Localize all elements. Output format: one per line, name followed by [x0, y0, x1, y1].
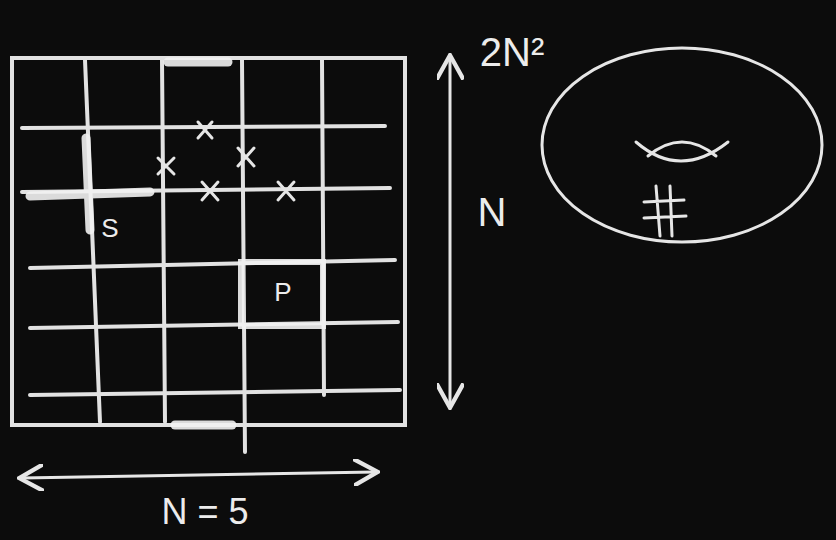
dimension-arrow [449, 58, 452, 405]
grid-line [30, 322, 398, 328]
cross-mark [198, 122, 212, 138]
cross-mark [158, 158, 174, 174]
cell-label: P [274, 279, 291, 305]
cell-label: S [101, 215, 118, 241]
torus-hole [648, 142, 716, 156]
torus-outline [542, 48, 822, 242]
grid-line [85, 60, 100, 422]
cross-mark [278, 182, 294, 200]
highlight-segment [175, 421, 232, 430]
highlight-segment [30, 192, 150, 196]
cross-mark [202, 182, 218, 200]
grid-outline [12, 58, 405, 425]
grid-line [162, 60, 165, 422]
grid-line [322, 60, 324, 395]
highlight-cell [241, 262, 323, 326]
grid-line [30, 390, 400, 395]
grid-line [30, 260, 395, 268]
cross-mark [238, 148, 254, 166]
dimension-arrow [22, 472, 375, 478]
torus-hole [636, 142, 728, 161]
dimension-label: N = 5 [161, 494, 248, 530]
hash-patch [644, 186, 686, 236]
highlight-segment [168, 58, 228, 67]
dimension-label: 2N² [480, 32, 544, 72]
highlight-segment [86, 138, 90, 230]
dimension-label: N [478, 192, 507, 232]
